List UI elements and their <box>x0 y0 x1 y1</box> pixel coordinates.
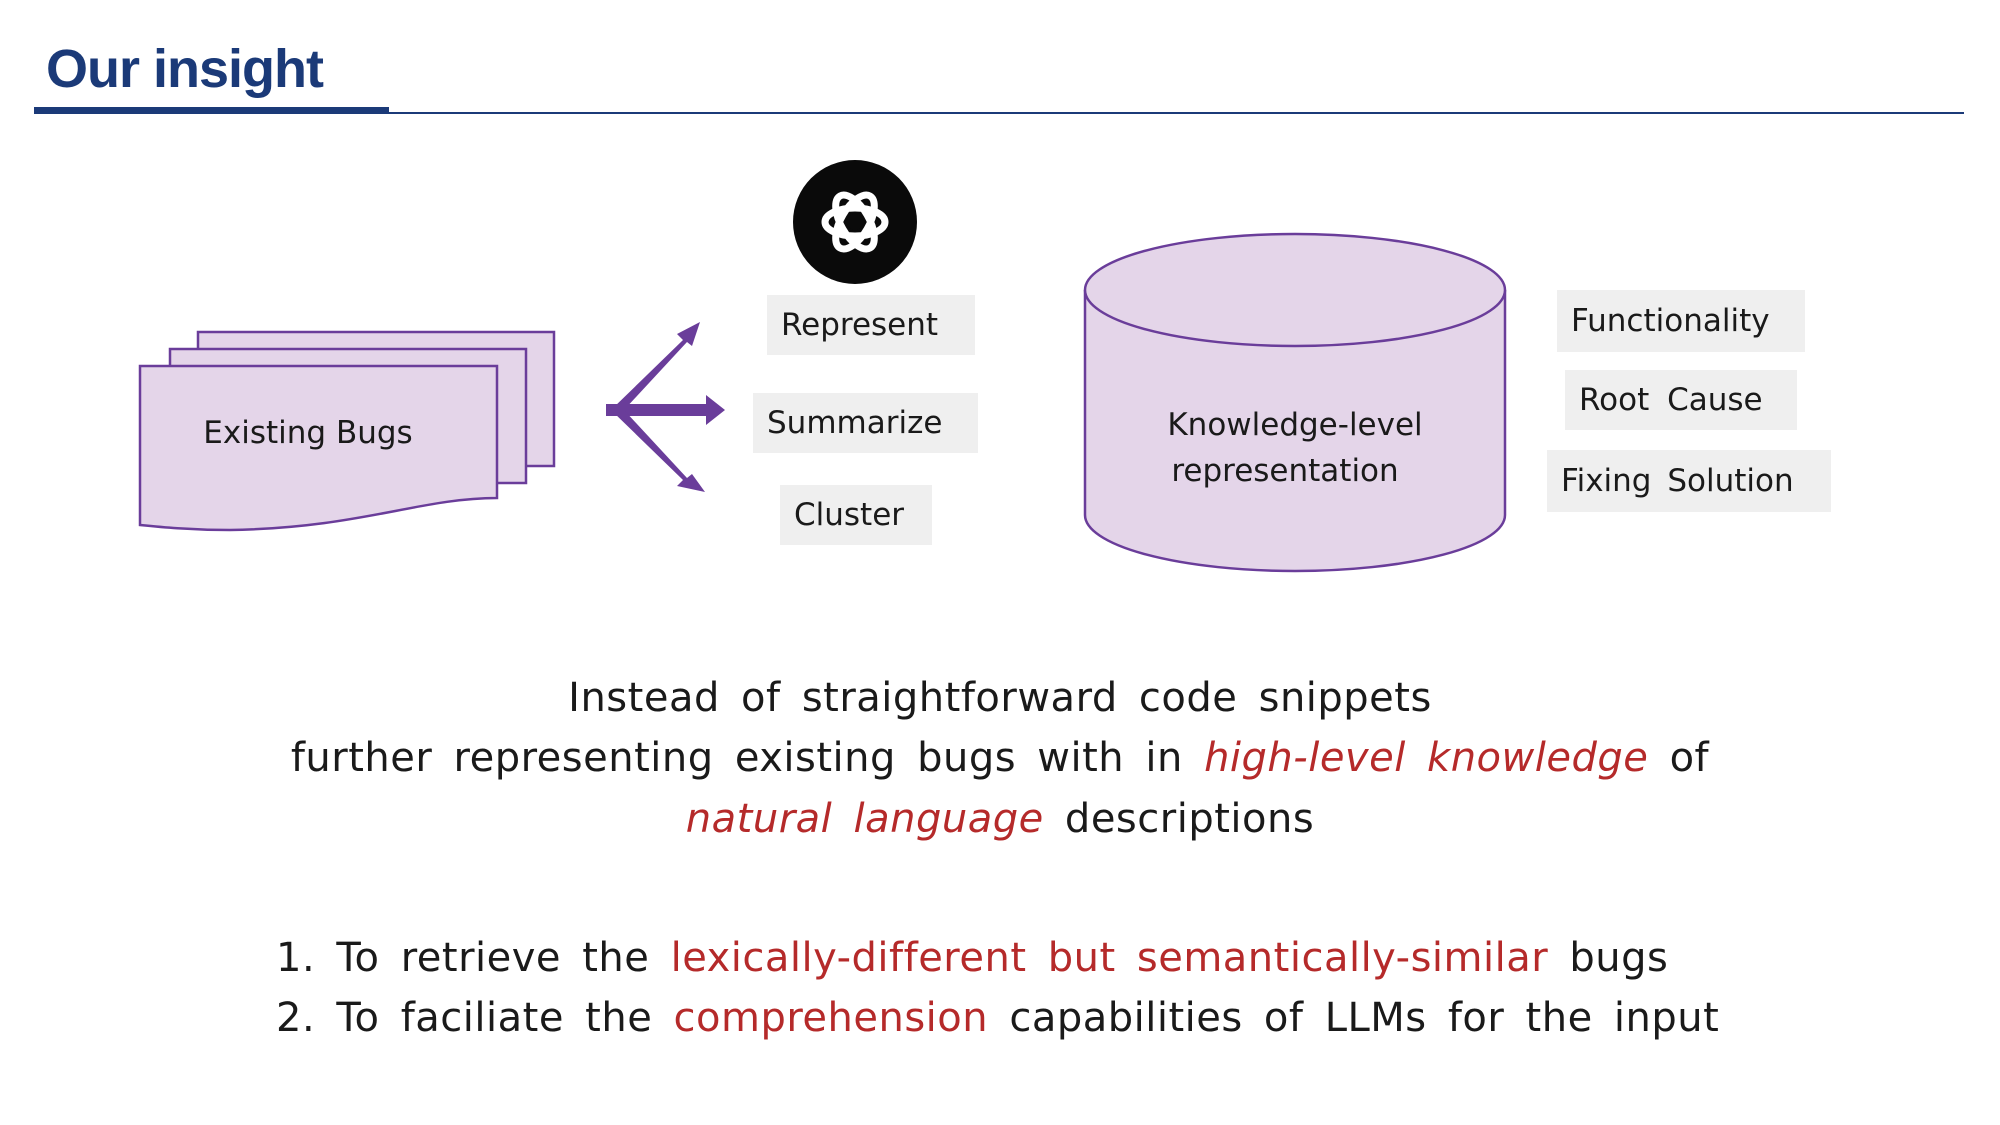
title-divider <box>34 112 1964 114</box>
high-level-knowledge-highlight: high-level knowledge <box>1204 735 1649 781</box>
insight-line-2: further representing existing bugs with … <box>0 735 2000 781</box>
natural-language-highlight: natural language <box>685 796 1044 842</box>
point-1: 1. To retrieve the lexically-different b… <box>276 935 1668 981</box>
aspect-root-cause: Root Cause <box>1565 370 1797 430</box>
existing-bugs-document-stack: Existing Bugs <box>138 330 556 532</box>
point-2-suffix: capabilities of LLMs for the input <box>988 995 1720 1041</box>
point-1-number: 1. <box>276 935 316 981</box>
insight-line-3: natural language descriptions <box>0 796 2000 842</box>
point-2: 2. To faciliate the comprehension capabi… <box>276 995 1719 1041</box>
page-title: Our insight <box>46 39 324 99</box>
branch-arrows <box>606 322 725 492</box>
arrow-to-summarize <box>606 395 725 425</box>
point-2-highlight: comprehension <box>673 995 989 1041</box>
openai-logo-icon <box>793 160 917 284</box>
cylinder-top <box>1083 232 1507 348</box>
representation-label: representation <box>1171 453 1398 489</box>
aspect-functionality: Functionality <box>1557 290 1805 352</box>
point-2-prefix: To faciliate the <box>315 995 674 1041</box>
insight-line-1-text: Instead of straightforward code snippets <box>568 675 1432 721</box>
point-1-prefix: To retrieve the <box>315 935 671 981</box>
insight-line-3-suffix: descriptions <box>1043 796 1315 842</box>
document-front <box>138 364 499 532</box>
insight-line-2-suffix: of <box>1648 735 1710 781</box>
title-divider-accent <box>34 107 389 114</box>
point-1-highlight: lexically-different but semantically-sim… <box>670 935 1549 981</box>
aspect-fixing-solution: Fixing Solution <box>1547 450 1831 512</box>
point-1-suffix: bugs <box>1548 935 1669 981</box>
action-cluster: Cluster <box>780 485 932 545</box>
insight-diagram: Existing Bugs Knowledge-level representa… <box>138 160 1507 573</box>
arrow-to-cluster <box>611 410 705 492</box>
knowledge-level-label: Knowledge-level <box>1167 407 1422 443</box>
action-represent: Represent <box>767 295 975 355</box>
cylinder-body <box>1083 290 1507 573</box>
action-summarize: Summarize <box>753 393 978 453</box>
point-2-number: 2. <box>276 995 316 1041</box>
insight-line-1: Instead of straightforward code snippets <box>0 675 2000 721</box>
knowledge-store-cylinder: Knowledge-level representation <box>1083 232 1507 573</box>
existing-bugs-label: Existing Bugs <box>203 415 412 451</box>
insight-line-2-prefix: further representing existing bugs with … <box>290 735 1205 781</box>
arrow-to-represent <box>611 322 700 410</box>
